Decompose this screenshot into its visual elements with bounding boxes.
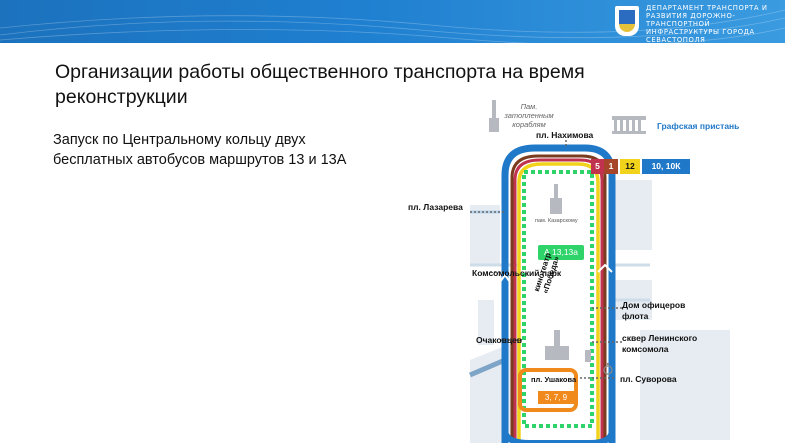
department-name: ДЕПАРТАМЕНТ ТРАНСПОРТА И РАЗВИТИЯ ДОРОЖН…	[646, 4, 768, 44]
label-lazarev-monument: пам. Казарскому	[535, 218, 578, 224]
map-background	[470, 180, 730, 443]
suvorova-monument-icon	[585, 350, 591, 362]
wheelchair-icon	[603, 362, 613, 375]
lazarev-monument-icon	[550, 184, 562, 214]
label-lazareva: пл. Лазарева	[408, 202, 463, 212]
route-line-orange	[518, 368, 578, 412]
header-decoration	[0, 9, 785, 43]
label-monument: Пам. затопленным кораблям	[504, 102, 554, 129]
label-ushakova: пл. Ушакова	[531, 375, 577, 384]
monument-icon	[489, 100, 499, 132]
sevastopol-crest-icon	[615, 6, 639, 36]
label-officers: Дом офицеров флота	[622, 300, 686, 321]
route-tag-1: 1	[604, 159, 618, 174]
route-tag-orange: 3, 7, 9	[538, 391, 574, 404]
route-tag-12: 12	[620, 159, 640, 174]
label-lenin-square: сквер Ленинского комсомола	[622, 333, 698, 354]
label-grafskaya: Графская пристань	[657, 121, 740, 131]
route-tag-13: А 13,13а	[538, 245, 584, 260]
route-tag-10: 10, 10К	[642, 159, 690, 174]
slide-title: Организации работы общественного транспо…	[55, 61, 585, 108]
pobeda-building-icon	[545, 330, 569, 360]
route-tag-5: 5	[591, 159, 604, 174]
label-komsomolsky: Комсомольский парк	[472, 268, 562, 278]
grafskaya-colonnade-icon	[612, 116, 646, 134]
route-line-yellow	[517, 162, 600, 443]
label-nakhimova: пл. Нахимова	[536, 130, 594, 140]
slide-subtitle: Запуск по Центральному кольцу двух беспл…	[53, 132, 347, 168]
label-ochakovtsev: Очаковцев	[476, 335, 523, 345]
header-bar: ДЕПАРТАМЕНТ ТРАНСПОРТА И РАЗВИТИЯ ДОРОЖН…	[0, 0, 785, 44]
label-suvorova: пл. Суворова	[620, 374, 677, 384]
